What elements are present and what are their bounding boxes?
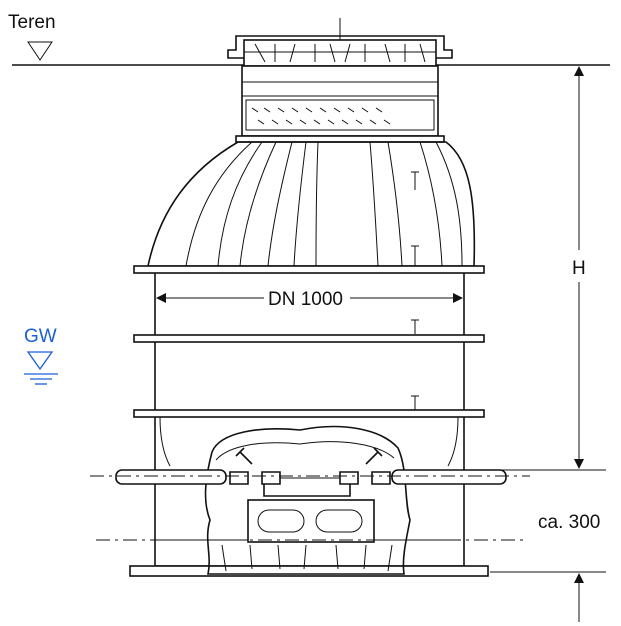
shaft-rings <box>133 265 485 418</box>
base-section <box>115 416 507 577</box>
height-label: H <box>572 258 586 279</box>
diameter-dimension: DN 1000 <box>156 289 463 310</box>
ground-label: Teren <box>8 12 56 33</box>
ground-level-symbol <box>27 41 53 61</box>
height-dimension: H <box>450 64 606 471</box>
cone-section <box>147 141 476 267</box>
base-depth-label: ca. 300 <box>538 512 600 533</box>
diameter-label: DN 1000 <box>268 289 343 310</box>
groundwater-label: GW <box>24 326 57 347</box>
base-depth-dimension: ca. 300 <box>490 512 606 622</box>
gasket-band <box>245 99 435 131</box>
groundwater-symbol <box>26 351 54 371</box>
telescopic-neck <box>235 65 445 143</box>
manhole-cover <box>227 18 453 76</box>
groundwater-level: GW <box>24 326 58 385</box>
axis-lines <box>90 475 530 541</box>
